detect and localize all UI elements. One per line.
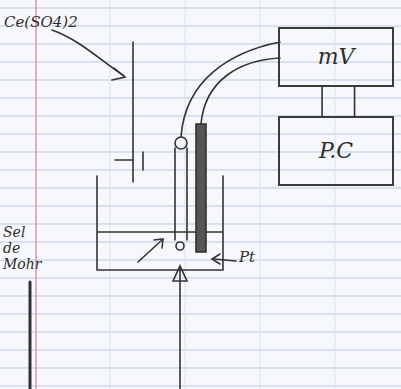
burette-tap xyxy=(115,159,133,161)
instrument-box: mV xyxy=(278,27,394,87)
reference-electrode xyxy=(175,137,187,149)
burette xyxy=(132,42,134,182)
arrow-head xyxy=(173,266,187,281)
wire xyxy=(201,58,280,124)
leader-arrow xyxy=(214,259,236,261)
annotation: Pt xyxy=(237,249,271,266)
leader-arrow xyxy=(179,268,181,389)
wire xyxy=(181,42,280,137)
burette-tap xyxy=(142,152,144,170)
stirrer xyxy=(154,239,163,248)
reference-electrode xyxy=(175,148,187,240)
reference-electrode xyxy=(176,242,184,250)
arrow-head xyxy=(112,68,125,80)
annotation: Sel de Mohr xyxy=(1,224,45,272)
leader-arrow xyxy=(52,30,124,76)
connecting-cable xyxy=(322,87,354,116)
annotation: Ce(SO4)2 xyxy=(2,14,76,31)
leader-arrow xyxy=(29,282,32,389)
box-label: mV xyxy=(318,45,355,69)
platinum-electrode xyxy=(196,124,206,252)
instrument-box: P.C xyxy=(278,116,394,186)
stirrer xyxy=(138,240,162,262)
box-label: P.C xyxy=(319,139,353,163)
arrow-head xyxy=(212,254,220,264)
